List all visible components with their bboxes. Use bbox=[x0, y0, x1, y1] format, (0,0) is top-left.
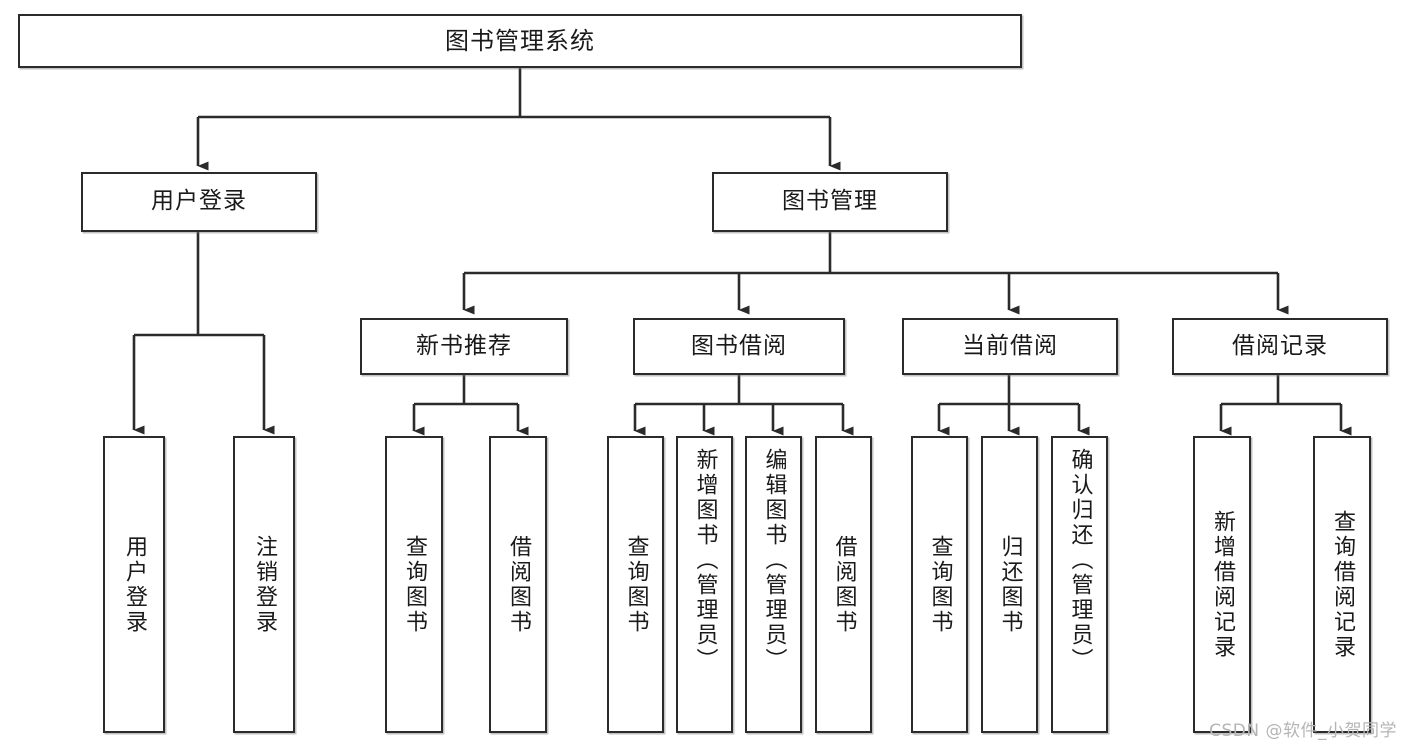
leaf-borrow-record-1[interactable]: 查询借阅记录 bbox=[1313, 436, 1371, 733]
node-root-label: 图书管理系统 bbox=[445, 26, 595, 55]
leaf-current-borrow-0-label: 查询图书 bbox=[927, 534, 953, 635]
leaf-current-borrow-2-label: 确认归还（管理员） bbox=[1067, 448, 1093, 673]
node-book-borrow-label: 图书借阅 bbox=[691, 332, 787, 359]
node-book-borrow[interactable]: 图书借阅 bbox=[633, 318, 845, 375]
node-current-borrow-label: 当前借阅 bbox=[962, 332, 1058, 359]
leaf-borrow-record-0-label: 新增借阅记录 bbox=[1210, 509, 1235, 660]
leaf-new-book-rec-0-label: 查询图书 bbox=[402, 534, 427, 635]
leaf-user-login-0-label: 用户登录 bbox=[122, 534, 147, 635]
node-root[interactable]: 图书管理系统 bbox=[18, 14, 1022, 68]
leaf-user-login-0[interactable]: 用户登录 bbox=[103, 436, 165, 733]
leaf-book-borrow-2[interactable]: 编辑图书（管理员） bbox=[745, 436, 802, 733]
leaf-current-borrow-2[interactable]: 确认归还（管理员） bbox=[1051, 436, 1108, 733]
leaf-new-book-rec-1-label: 借阅图书 bbox=[506, 534, 531, 635]
leaf-book-borrow-3-label: 借阅图书 bbox=[831, 534, 857, 635]
leaf-current-borrow-1-label: 归还图书 bbox=[997, 534, 1023, 635]
leaf-current-borrow-1[interactable]: 归还图书 bbox=[981, 436, 1038, 733]
leaf-borrow-record-1-label: 查询借阅记录 bbox=[1330, 509, 1355, 660]
node-borrow-record-label: 借阅记录 bbox=[1232, 332, 1328, 359]
node-book-manage[interactable]: 图书管理 bbox=[712, 172, 948, 232]
leaf-user-login-1[interactable]: 注销登录 bbox=[233, 436, 295, 733]
node-new-book-rec[interactable]: 新书推荐 bbox=[360, 318, 568, 375]
leaf-current-borrow-0[interactable]: 查询图书 bbox=[911, 436, 968, 733]
node-borrow-record[interactable]: 借阅记录 bbox=[1172, 318, 1388, 375]
leaf-book-borrow-1-label: 新增图书（管理员） bbox=[692, 448, 718, 673]
node-current-borrow[interactable]: 当前借阅 bbox=[902, 318, 1118, 375]
leaf-book-borrow-3[interactable]: 借阅图书 bbox=[815, 436, 872, 733]
csdn-watermark: CSDN @软件_小贺同学 bbox=[1209, 721, 1397, 741]
node-book-manage-label: 图书管理 bbox=[782, 188, 878, 215]
node-user-login-label: 用户登录 bbox=[151, 188, 247, 215]
leaf-book-borrow-1[interactable]: 新增图书（管理员） bbox=[676, 436, 733, 733]
leaf-book-borrow-2-label: 编辑图书（管理员） bbox=[761, 448, 787, 673]
node-new-book-rec-label: 新书推荐 bbox=[416, 332, 512, 359]
leaf-borrow-record-0[interactable]: 新增借阅记录 bbox=[1193, 436, 1251, 733]
leaf-new-book-rec-0[interactable]: 查询图书 bbox=[385, 436, 443, 733]
node-user-login[interactable]: 用户登录 bbox=[81, 172, 317, 232]
leaf-new-book-rec-1[interactable]: 借阅图书 bbox=[489, 436, 547, 733]
leaf-user-login-1-label: 注销登录 bbox=[252, 534, 277, 635]
leaf-book-borrow-0-label: 查询图书 bbox=[623, 534, 649, 635]
leaf-book-borrow-0[interactable]: 查询图书 bbox=[607, 436, 664, 733]
